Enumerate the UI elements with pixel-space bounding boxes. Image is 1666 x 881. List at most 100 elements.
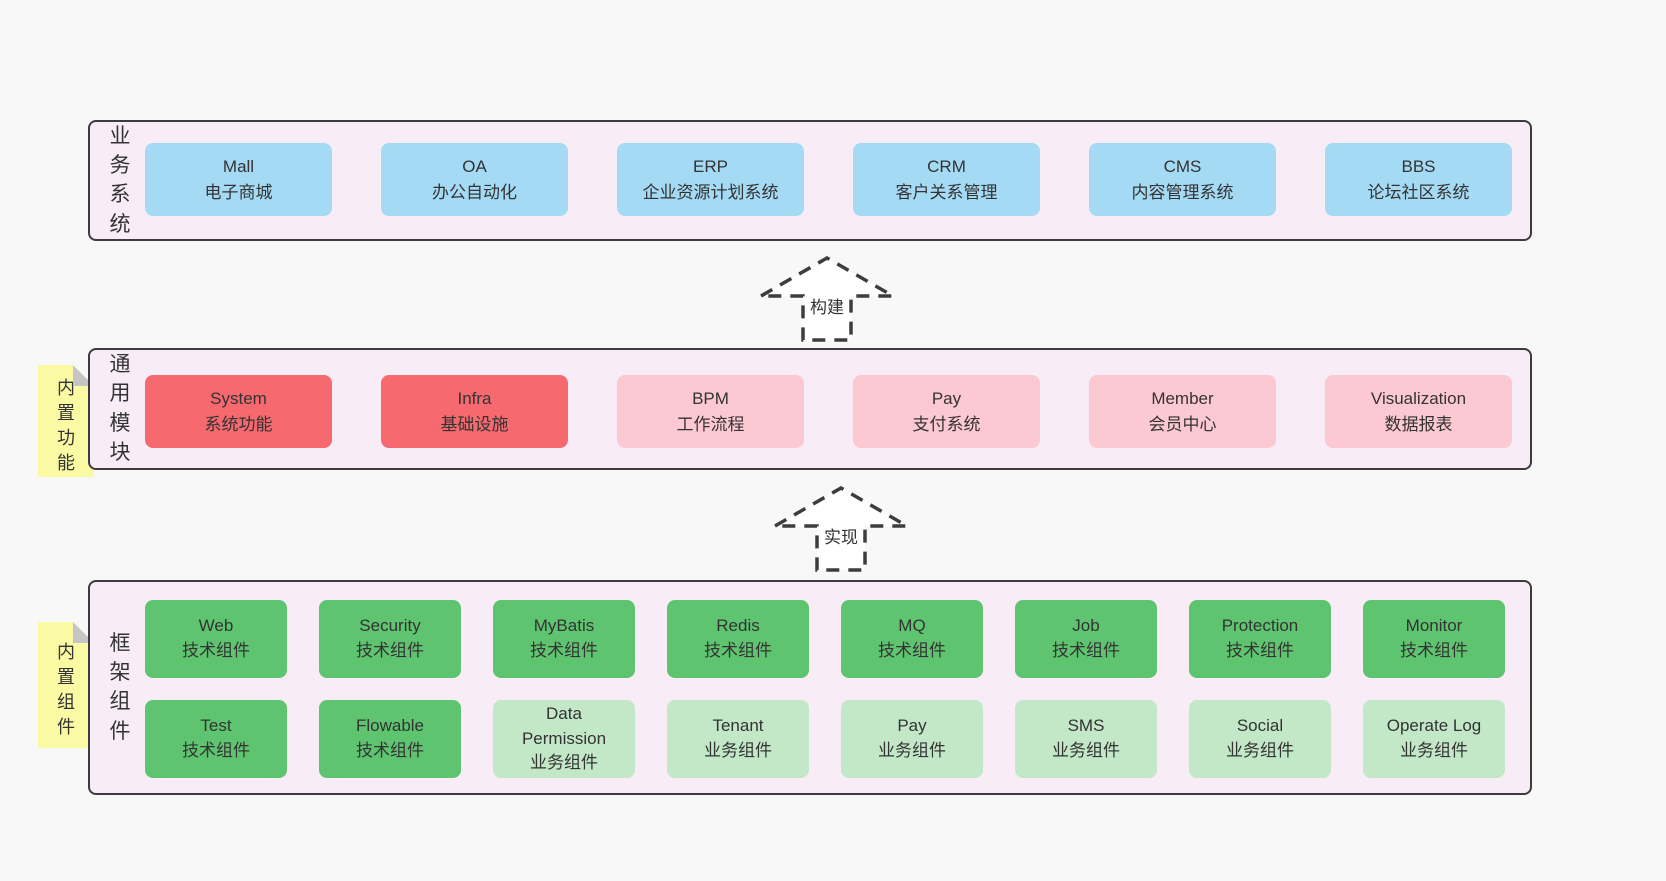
box-subtitle: 技术组件 [356, 741, 424, 760]
box-name: CRM [927, 157, 966, 176]
box-name: BPM [692, 389, 729, 408]
business-box-row: Mall 电子商城 OA 办公自动化 ERP 企业资源计划系统 CRM 客户关系… [145, 143, 1512, 216]
box-name: Infra [457, 389, 492, 408]
arrow-build: 构建 [757, 255, 897, 343]
box-name: CMS [1163, 157, 1202, 176]
box-subtitle: 业务组件 [530, 753, 598, 773]
box-name: SMS [1067, 716, 1105, 736]
sticky-note-built-in-features: 内置功能 [38, 365, 94, 477]
box-subtitle: 论坛社区系统 [1367, 182, 1470, 202]
box-social: Social 业务组件 [1189, 700, 1331, 778]
box-subtitle: 技术组件 [356, 641, 424, 660]
components-row-1: Web 技术组件 Security 技术组件 MyBatis 技术组件 Redi… [145, 600, 1505, 678]
box-name: OA [462, 157, 487, 176]
box-infra: Infra 基础设施 [381, 375, 568, 448]
box-subtitle: 技术组件 [1052, 641, 1120, 660]
box-subtitle: 工作流程 [676, 414, 745, 434]
box-crm: CRM 客户关系管理 [853, 143, 1040, 216]
box-operate-log: Operate Log 业务组件 [1363, 700, 1505, 778]
box-subtitle: 业务组件 [1226, 741, 1294, 760]
box-subtitle: 技术组件 [530, 641, 598, 660]
note-label: 内置功能 [57, 377, 75, 474]
box-name: Job [1072, 616, 1100, 636]
box-bpm: BPM 工作流程 [617, 375, 804, 448]
box-system: System 系统功能 [145, 375, 332, 448]
box-subtitle: 技术组件 [182, 641, 250, 660]
box-bbs: BBS 论坛社区系统 [1325, 143, 1512, 216]
box-pay: Pay 支付系统 [853, 375, 1040, 448]
box-name: Flowable [355, 716, 425, 736]
box-tenant: Tenant 业务组件 [667, 700, 809, 778]
panel-title: 通用模块 [109, 353, 131, 465]
box-name: ERP [693, 157, 728, 176]
box-subtitle: 技术组件 [878, 641, 946, 660]
box-name: Test [200, 716, 232, 736]
box-redis: Redis 技术组件 [667, 600, 809, 678]
box-subtitle: 技术组件 [1226, 641, 1294, 660]
box-name: Tenant [712, 716, 764, 736]
box-subtitle: 技术组件 [704, 641, 772, 660]
box-name: Mall [222, 157, 255, 176]
arrow-label: 构建 [807, 293, 847, 318]
box-name: Web [198, 616, 234, 636]
box-subtitle: 技术组件 [1400, 641, 1468, 660]
panel-common-modules: 通用模块 System 系统功能 Infra 基础设施 BPM 工作流程 Pay… [88, 348, 1532, 470]
box-oa: OA 办公自动化 [381, 143, 568, 216]
box-visualization: Visualization 数据报表 [1325, 375, 1512, 448]
box-security: Security 技术组件 [319, 600, 461, 678]
box-name: Pay [931, 389, 962, 408]
box-test: Test 技术组件 [145, 700, 287, 778]
box-name: Security [359, 616, 421, 636]
box-mybatis: MyBatis 技术组件 [493, 600, 635, 678]
box-cms: CMS 内容管理系统 [1089, 143, 1276, 216]
box-monitor: Monitor 技术组件 [1363, 600, 1505, 678]
box-name: Protection [1221, 616, 1299, 636]
box-data-permission: Data Permission 业务组件 [493, 700, 635, 778]
box-subtitle: 业务组件 [878, 741, 946, 760]
box-subtitle: 技术组件 [182, 741, 250, 760]
box-mall: Mall 电子商城 [145, 143, 332, 216]
arrow-label: 实现 [821, 523, 861, 548]
box-name: Pay [897, 716, 927, 736]
box-protection: Protection 技术组件 [1189, 600, 1331, 678]
box-erp: ERP 企业资源计划系统 [617, 143, 804, 216]
box-subtitle: 内容管理系统 [1131, 182, 1234, 202]
panel-title: 框架组件 [109, 631, 131, 743]
box-web: Web 技术组件 [145, 600, 287, 678]
box-name: System [210, 389, 267, 408]
box-subtitle: 业务组件 [1400, 741, 1468, 760]
box-name: Member [1151, 389, 1214, 408]
arrow-implement: 实现 [771, 485, 911, 573]
box-name: Monitor [1405, 616, 1463, 636]
box-name: MyBatis [533, 616, 595, 636]
box-subtitle: 办公自动化 [432, 182, 517, 202]
box-flowable: Flowable 技术组件 [319, 700, 461, 778]
box-subtitle: 会员中心 [1148, 414, 1217, 434]
sticky-note-built-in-components: 内置组件 [38, 622, 94, 748]
panel-framework-components: 框架组件 Web 技术组件 Security 技术组件 MyBatis 技术组件… [88, 580, 1532, 795]
box-name: BBS [1401, 157, 1436, 176]
components-row-2: Test 技术组件 Flowable 技术组件 Data Permission … [145, 700, 1505, 778]
box-name: MQ [898, 616, 926, 636]
panel-business-systems: 业务系统 Mall 电子商城 OA 办公自动化 ERP 企业资源计划系统 CRM… [88, 120, 1532, 241]
box-name: Visualization [1370, 389, 1467, 408]
common-box-row: System 系统功能 Infra 基础设施 BPM 工作流程 Pay 支付系统… [145, 375, 1512, 448]
box-pay-business: Pay 业务组件 [841, 700, 983, 778]
box-subtitle: 电子商城 [204, 182, 273, 202]
box-member: Member 会员中心 [1089, 375, 1276, 448]
box-subtitle: 数据报表 [1384, 414, 1453, 434]
box-subtitle: 客户关系管理 [895, 182, 998, 202]
box-subtitle: 基础设施 [440, 414, 509, 434]
box-name: Data Permission [521, 704, 607, 748]
box-subtitle: 业务组件 [704, 741, 772, 760]
note-label: 内置组件 [57, 641, 75, 738]
box-job: Job 技术组件 [1015, 600, 1157, 678]
panel-title: 业务系统 [109, 124, 131, 236]
box-subtitle: 业务组件 [1052, 741, 1120, 760]
box-name: Operate Log [1386, 716, 1482, 736]
box-name: Social [1236, 716, 1284, 736]
box-subtitle: 支付系统 [912, 414, 981, 434]
box-subtitle: 系统功能 [204, 414, 273, 434]
box-subtitle: 企业资源计划系统 [642, 182, 779, 202]
